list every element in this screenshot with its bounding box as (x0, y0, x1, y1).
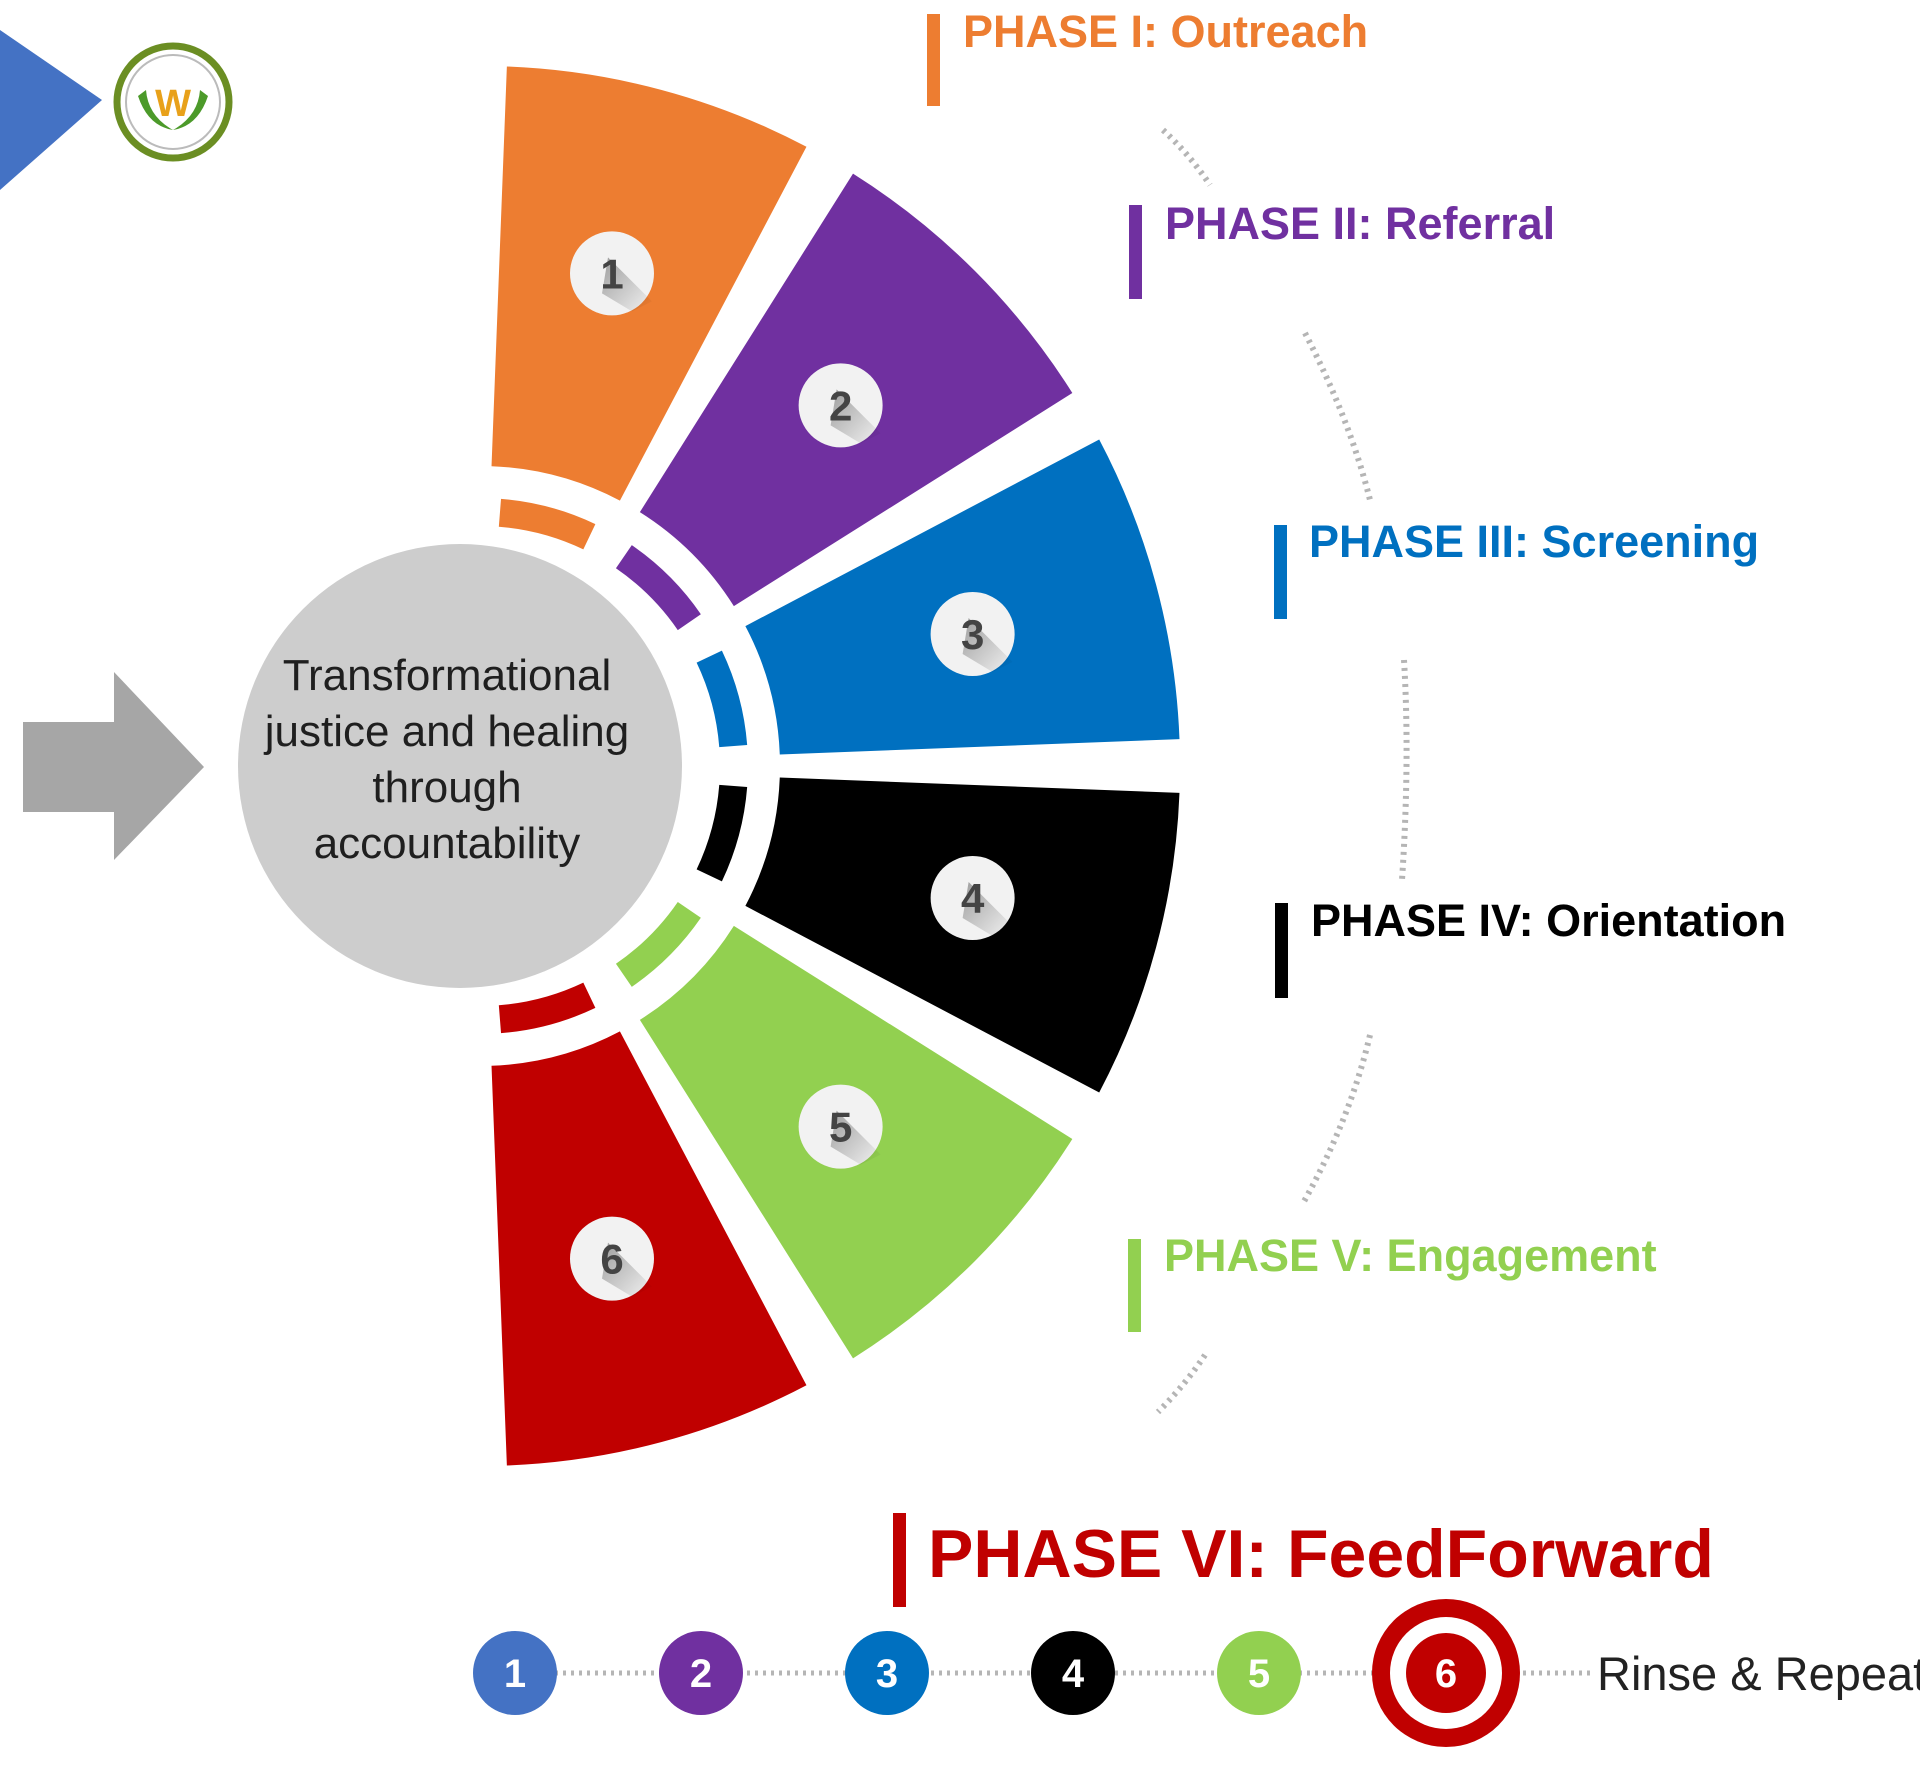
inner-segment-4 (696, 784, 748, 882)
segment-badges: 1 2 3 4 5 6 (569, 231, 1015, 1301)
segment-badge-5: 5 (798, 1084, 883, 1169)
phase-bar-2 (1129, 205, 1142, 299)
segment-badge-6: 6 (569, 1216, 654, 1301)
phase-label-6: PHASE VI: FeedForward (928, 1516, 1714, 1592)
gray-arrow-shape (23, 672, 204, 860)
timeline-number: 5 (1248, 1652, 1270, 1696)
segment-number: 6 (600, 1236, 623, 1283)
segment-badge-1: 1 (569, 231, 654, 316)
inner-segment-5 (615, 901, 701, 987)
segment-number: 5 (829, 1104, 852, 1151)
segment-number: 3 (961, 611, 984, 658)
inner-segment-1 (498, 498, 596, 550)
segment-badge-4: 4 (930, 855, 1015, 940)
phase-bar-4 (1275, 903, 1288, 998)
timeline-step-1: 1 (473, 1631, 557, 1715)
rinse-repeat-label: Rinse & Repeat (1597, 1647, 1920, 1700)
timeline-step-4: 4 (1031, 1631, 1115, 1715)
phase-label-4: PHASE IV: Orientation (1311, 895, 1787, 946)
timeline-step-3: 3 (845, 1631, 929, 1715)
logo-letter: W (155, 83, 191, 125)
inner-segment-6 (498, 982, 596, 1034)
timeline-step-5: 5 (1217, 1631, 1301, 1715)
timeline-number: 1 (504, 1652, 526, 1696)
phase-label-5: PHASE V: Engagement (1164, 1230, 1657, 1281)
inner-segment-2 (615, 545, 701, 631)
timeline-number: 4 (1062, 1652, 1085, 1696)
timeline-step-6: 6 (1372, 1599, 1520, 1747)
segment-badge-2: 2 (798, 363, 883, 448)
phase-label-2: PHASE II: Referral (1165, 198, 1556, 249)
segment-number: 1 (600, 250, 623, 297)
inner-ring (498, 498, 748, 1034)
blue-arrow-shape (0, 30, 102, 190)
timeline-number: 2 (690, 1652, 712, 1696)
timeline-number: 6 (1435, 1652, 1457, 1696)
segment-number: 2 (829, 382, 852, 429)
phase-bar-1 (927, 14, 940, 106)
phase-label-bars (893, 14, 1288, 1607)
inner-segment-3 (696, 650, 748, 748)
phase-label-3: PHASE III: Screening (1309, 516, 1760, 567)
center-line: through (372, 763, 522, 812)
logo: W (113, 42, 233, 162)
dotted-connector-arc (1155, 127, 1410, 1415)
phase-bar-5 (1128, 1239, 1141, 1332)
hands-logo-icon (138, 90, 208, 130)
phase-bar-3 (1274, 525, 1287, 619)
segment-number: 4 (961, 875, 985, 922)
phase-bar-6 (893, 1513, 906, 1607)
timeline-number: 3 (876, 1652, 898, 1696)
center-line: Transformational (282, 651, 612, 700)
center-circle (238, 544, 682, 988)
timeline-step-2: 2 (659, 1631, 743, 1715)
segment-badge-3: 3 (930, 592, 1015, 677)
phase-label-1: PHASE I: Outreach (963, 6, 1369, 57)
timeline: 1 2 3 4 5 6 (473, 1599, 1592, 1747)
center-line: justice and healing (264, 707, 630, 756)
center-text: Transformational justice and healing thr… (232, 648, 662, 872)
center-line: accountability (313, 819, 581, 868)
